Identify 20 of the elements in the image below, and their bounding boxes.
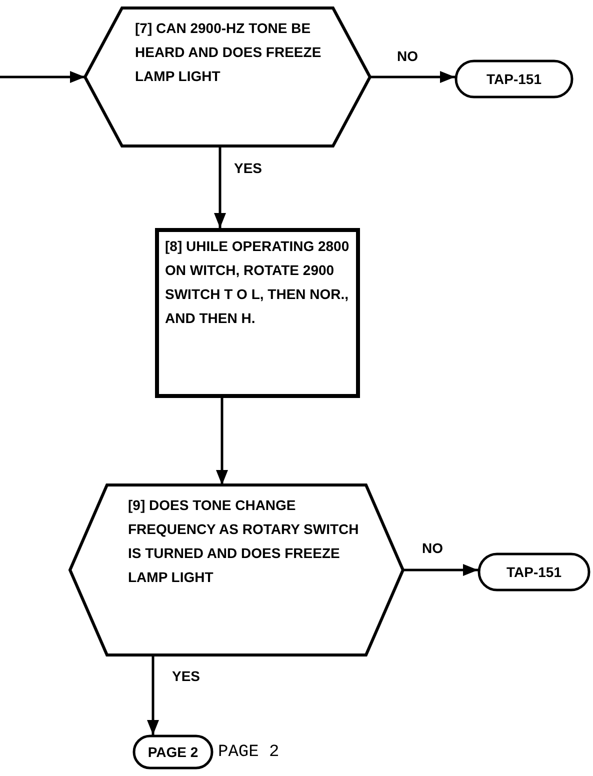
step-text: [8] UHILE OPERATING 2800 ON WITCH, ROTATE 2900 SWITCH T O L, THEN NOR., AND THEN H. bbox=[165, 237, 350, 328]
edge-label: NO bbox=[420, 540, 445, 556]
page-reference: PAGE 2 bbox=[217, 743, 280, 762]
edge-label: YES bbox=[170, 668, 202, 684]
process-box bbox=[155, 228, 360, 398]
decision-hexagon bbox=[85, 8, 370, 146]
edge-label: YES bbox=[232, 160, 264, 176]
arrow bbox=[214, 146, 226, 228]
arrow bbox=[0, 71, 85, 83]
edge-label: NO bbox=[395, 48, 420, 64]
arrow bbox=[370, 71, 455, 83]
arrow bbox=[147, 655, 159, 735]
arrow bbox=[403, 564, 478, 576]
terminal-label: TAP-151 bbox=[506, 563, 562, 582]
terminal-label: PAGE 2 bbox=[146, 743, 200, 762]
decision-hexagon bbox=[70, 485, 403, 655]
step-text: [7] CAN 2900-HZ TONE BE HEARD AND DOES FREEZE LAMP LIGHT bbox=[135, 19, 322, 86]
step-text: [9] DOES TONE CHANGE FREQUENCY AS ROTARY SWITCH IS TURNED AND DOES FREEZE LAMP LIGHT bbox=[128, 496, 360, 587]
terminal-label: TAP-151 bbox=[486, 70, 542, 89]
arrow bbox=[216, 398, 228, 485]
